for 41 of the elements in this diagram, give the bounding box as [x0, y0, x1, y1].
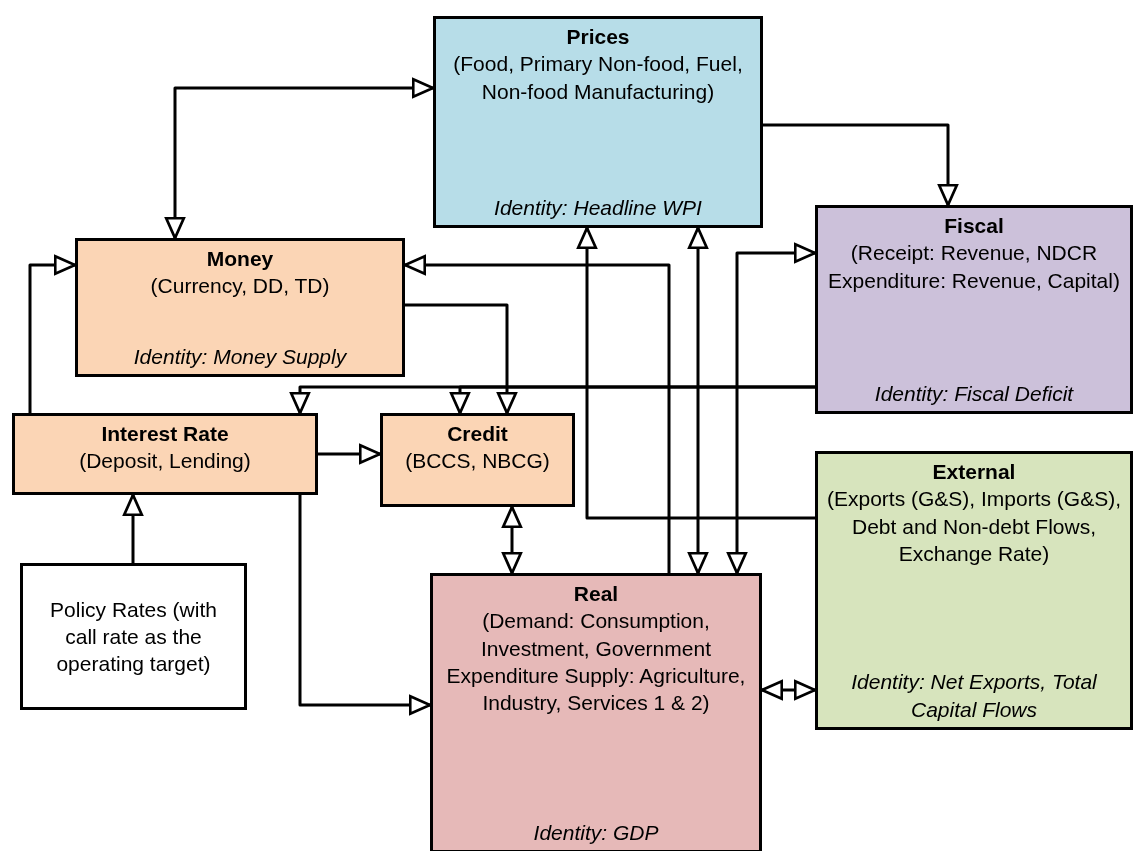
sector-box [433, 16, 763, 228]
block-arrow [726, 242, 817, 575]
identity-text: Identity: Fiscal Deficit [874, 380, 1074, 407]
block-arrow [763, 123, 959, 207]
sector-box [380, 413, 575, 507]
component-list: (Receipt: Revenue, NDCR Expenditure: Revenue, Capital) [826, 239, 1122, 294]
sector-box [75, 238, 405, 377]
component-list: (Demand: Consumption, Investment, Government Expenditure Supply: Agriculture, Industry, Services 1 & 2) [441, 607, 751, 717]
input-box: Policy Rates (with call rate as the operating target) [20, 563, 247, 710]
block-arrow [298, 495, 432, 716]
sector-title: Fiscal [944, 213, 1004, 239]
sector-box [815, 205, 1133, 414]
block-arrow [164, 77, 435, 240]
sector-title: Interest Rate [101, 421, 229, 447]
component-list: (Exports (G&S), Imports (G&S), Debt and Non-debt Flows, Exchange Rate) [826, 485, 1122, 568]
identity-text: Identity: Headline WPI [494, 194, 702, 221]
block-arrow [405, 303, 518, 415]
block-arrow [403, 254, 671, 573]
component-list: (Deposit, Lending) [79, 447, 251, 475]
sector-box [430, 573, 762, 851]
block-arrow [122, 493, 144, 563]
block-arrow [449, 385, 815, 415]
block-arrow [760, 679, 817, 701]
block-arrow [687, 226, 709, 575]
sector-title: External [932, 459, 1016, 485]
sector-title: Prices [566, 24, 630, 50]
sector-title: Money [206, 246, 274, 272]
sector-box [815, 451, 1133, 730]
block-arrow [28, 254, 77, 413]
identity-text: Identity: Net Exports, Total Capital Flows [850, 669, 1098, 723]
component-list: (BCCS, NBCG) [405, 447, 550, 475]
block-arrow [501, 505, 523, 575]
block-arrow [576, 226, 815, 520]
block-arrow [318, 443, 382, 465]
identity-text: Identity: GDP [533, 819, 659, 846]
sector-title: Credit [447, 421, 508, 447]
component-list: (Currency, DD, TD) [150, 272, 330, 300]
identity-text: Identity: Money Supply [133, 343, 347, 370]
sector-box [12, 413, 318, 495]
sector-title: Real [573, 581, 619, 607]
component-list: (Food, Primary Non-food, Fuel, Non-food Manufacturing) [444, 50, 752, 105]
